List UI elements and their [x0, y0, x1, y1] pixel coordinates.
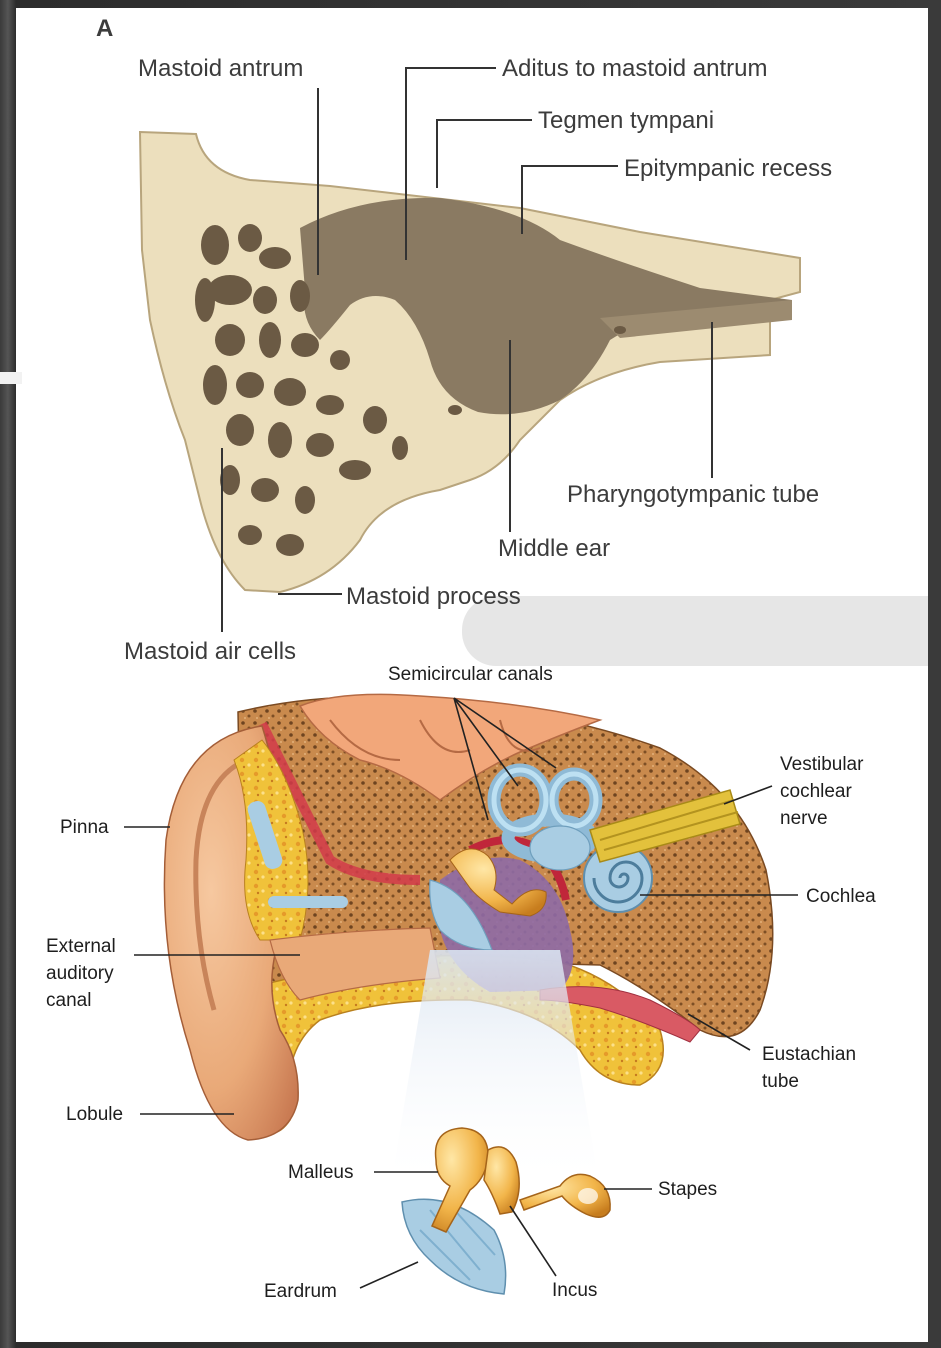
label-mastoid-air-cells: Mastoid air cells	[124, 638, 296, 665]
label-pinna: Pinna	[60, 817, 109, 838]
label-incus: Incus	[552, 1280, 597, 1301]
label-middle-ear: Middle ear	[498, 535, 610, 562]
label-mastoid-antrum: Mastoid antrum	[138, 55, 303, 82]
left-frame-tab	[0, 372, 22, 384]
label-external-1: External	[46, 936, 116, 957]
label-malleus: Malleus	[288, 1162, 353, 1183]
label-pharyngotympanic: Pharyngotympanic tube	[567, 481, 819, 508]
label-mastoid-process: Mastoid process	[346, 583, 521, 610]
label-vestibular-2: cochlear	[780, 781, 852, 802]
label-stapes: Stapes	[658, 1179, 717, 1200]
label-external-3: canal	[46, 990, 91, 1011]
label-vestibular-1: Vestibular	[780, 754, 864, 775]
label-external-2: auditory	[46, 963, 114, 984]
label-semicircular-canals: Semicircular canals	[388, 664, 553, 685]
label-vestibular-3: nerve	[780, 808, 828, 829]
label-eardrum: Eardrum	[264, 1281, 337, 1302]
label-tegmen: Tegmen tympani	[538, 107, 714, 134]
label-eustachian-2: tube	[762, 1071, 799, 1092]
panel-letter: A	[96, 15, 113, 42]
vestibule	[530, 826, 590, 870]
label-aditus: Aditus to mastoid antrum	[502, 55, 767, 82]
grey-banner-edge	[500, 596, 928, 666]
label-lobule: Lobule	[66, 1104, 123, 1125]
cartilage-blue-strip-2	[268, 896, 348, 908]
label-cochlea: Cochlea	[806, 886, 876, 907]
label-eustachian-1: Eustachian	[762, 1044, 856, 1065]
label-epitympanic: Epitympanic recess	[624, 155, 832, 182]
